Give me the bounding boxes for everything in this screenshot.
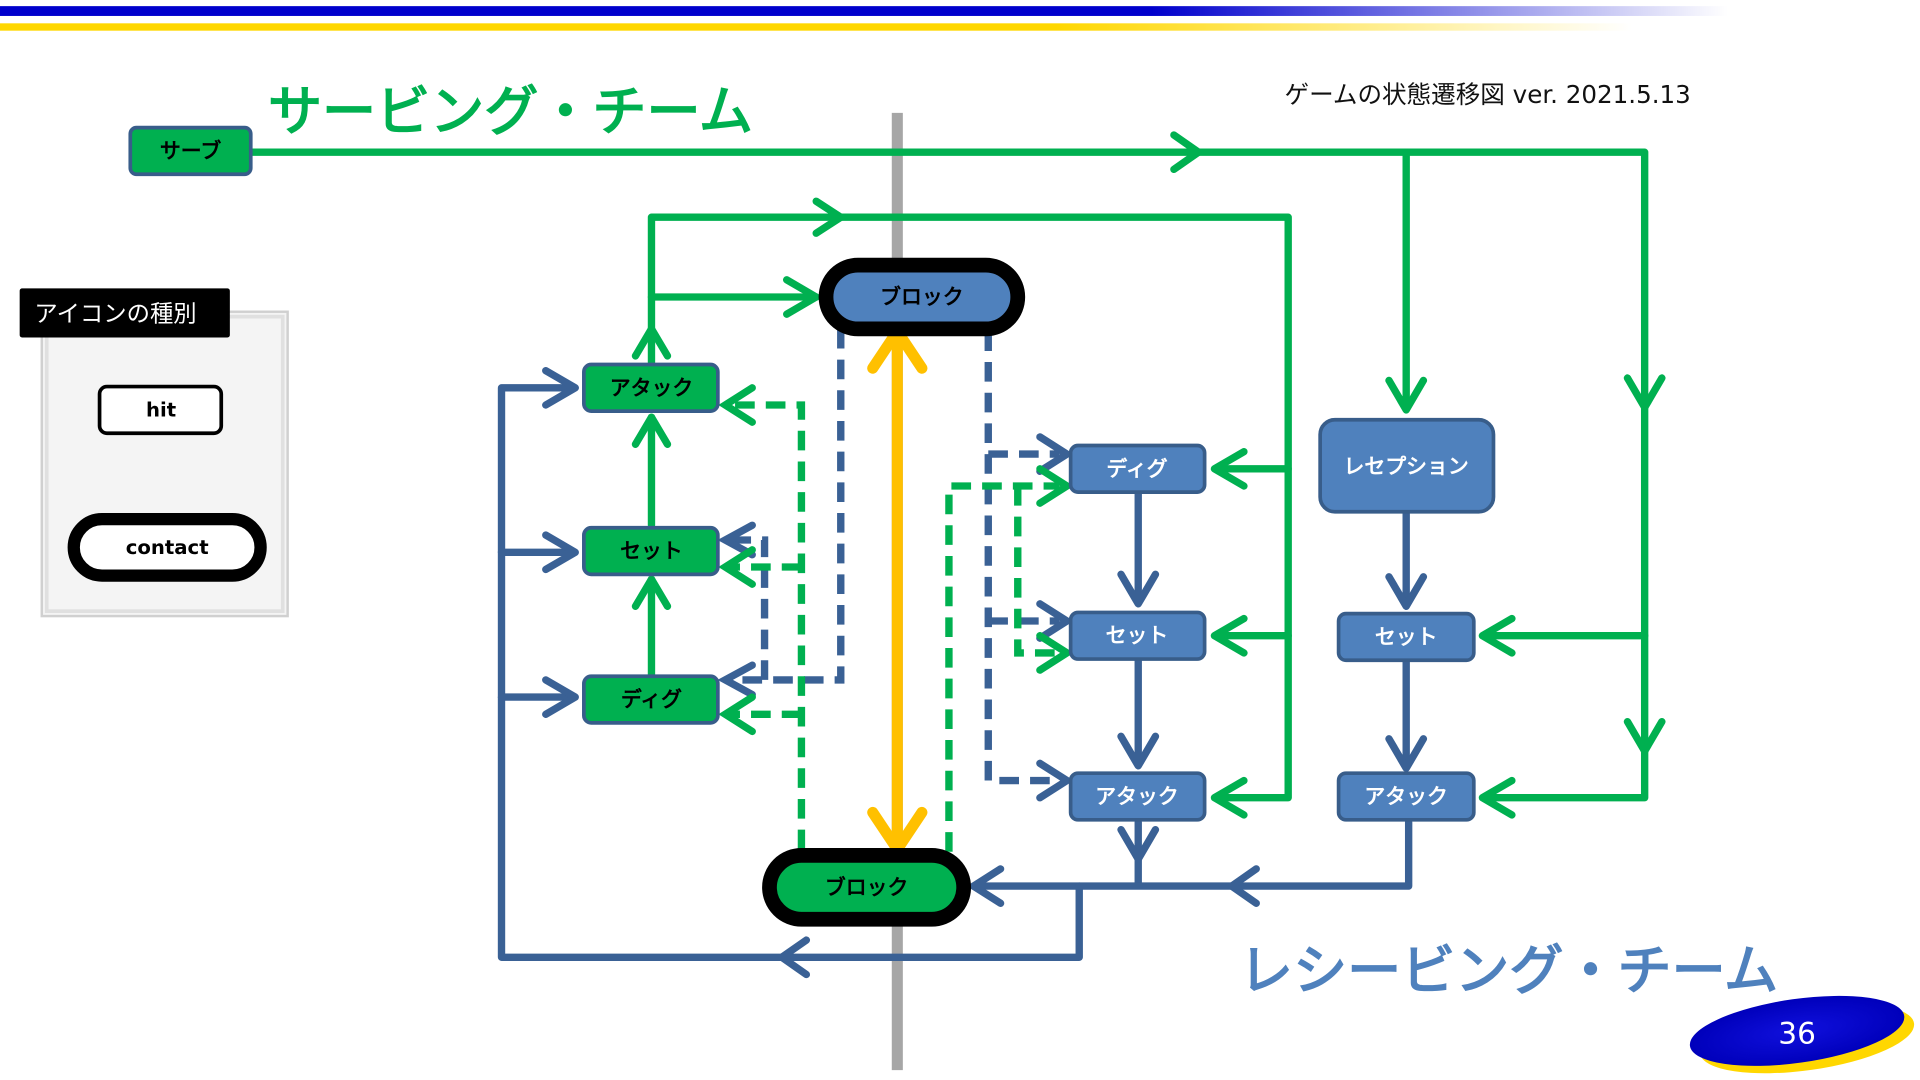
- dashed-arrowheads: [717, 384, 1074, 802]
- attack-top-arrowhead: [812, 197, 845, 237]
- set-to-attack-arrowhead: [631, 413, 672, 448]
- reception-arrowhead: [1385, 376, 1428, 414]
- right-down-arrowhead-2: [1623, 717, 1666, 755]
- node-reception[interactable]: レセプション: [1318, 417, 1496, 514]
- reception-set-arrowhead: [1478, 614, 1516, 657]
- block-arrowhead: [782, 276, 820, 318]
- node-serving-dig[interactable]: ディグ: [582, 674, 720, 725]
- legend-title: アイコンの種別: [34, 300, 196, 328]
- attack-up-line: [647, 213, 1292, 802]
- recv-set-arrowhead: [1210, 614, 1248, 657]
- block-right-dashed-green-set: [1014, 486, 1060, 657]
- attacks-to-bottom-block: [969, 818, 1413, 890]
- block-exchange-arrow: [867, 325, 928, 855]
- block-left-dashed-green: [730, 401, 806, 850]
- node-recv-set-label: セット: [1106, 624, 1169, 648]
- block-cover-arrows: [725, 328, 1060, 852]
- node-block-bottom-label: ブロック: [825, 875, 909, 899]
- header-bar-blue: [0, 6, 1920, 16]
- node-block-bottom[interactable]: ブロック: [762, 848, 972, 927]
- node-serving-attack[interactable]: アタック: [582, 362, 720, 413]
- node-serving-dig-label: ディグ: [621, 688, 682, 712]
- node-recv-attack-label: アタック: [1095, 785, 1179, 809]
- legend-item-contact-label: contact: [126, 536, 209, 559]
- recv-dig-arrowhead: [1210, 447, 1248, 490]
- legend-item-hit-label: hit: [146, 398, 176, 421]
- block-right-dashed-green: [945, 482, 1060, 852]
- node-reception-set[interactable]: セット: [1336, 611, 1476, 663]
- node-reception-set-label: セット: [1375, 625, 1438, 649]
- node-reception-attack-label: アタック: [1364, 785, 1448, 809]
- serve-flow-arrows: [248, 131, 1666, 819]
- node-block-top[interactable]: ブロック: [818, 257, 1026, 337]
- page-number-badge: 36: [1689, 995, 1915, 1074]
- serve-arrowhead: [1170, 131, 1203, 174]
- page-number: 36: [1778, 1016, 1816, 1050]
- legend-item-contact: contact: [67, 513, 267, 582]
- block-left-dashed-blue-set: [730, 536, 769, 680]
- receive-flow-arrows: [497, 366, 1428, 979]
- node-recv-attack[interactable]: アタック: [1068, 771, 1207, 822]
- node-recv-dig-label: ディグ: [1106, 457, 1167, 481]
- node-block-top-label: ブロック: [880, 285, 964, 309]
- node-reception-label: レセプション: [1344, 454, 1469, 478]
- attack-up-arrowhead: [631, 325, 672, 360]
- reception-attack-arrowhead: [1478, 776, 1516, 819]
- node-serve[interactable]: サーブ: [128, 125, 253, 177]
- node-reception-attack[interactable]: アタック: [1336, 771, 1476, 822]
- bottom-return-loop: [497, 384, 1083, 961]
- node-recv-set[interactable]: セット: [1068, 610, 1207, 661]
- node-serving-set-label: セット: [620, 539, 683, 563]
- node-serving-attack-label: アタック: [610, 376, 694, 400]
- serve-main-line: [248, 148, 1649, 802]
- document-title: ゲームの状態遷移図 ver. 2021.5.13: [1285, 80, 1691, 109]
- node-serve-label: サーブ: [160, 139, 222, 163]
- block-right-dashed-blue: [984, 331, 1060, 785]
- recv-attack-arrowhead: [1210, 776, 1248, 819]
- serving-team-title: サービング・チーム: [268, 80, 753, 143]
- right-down-arrowhead-1: [1623, 374, 1666, 412]
- node-serving-set[interactable]: セット: [582, 525, 720, 577]
- legend-item-hit: hit: [97, 384, 224, 436]
- legend-panel: アイコンの種別 hit contact: [19, 288, 289, 618]
- block-left-dashed-blue: [725, 328, 845, 684]
- legend-title-box: [19, 288, 230, 338]
- header-bar-yellow: [0, 23, 1920, 31]
- dig-to-set-arrowhead: [631, 575, 672, 610]
- receiving-team-title: レシービング・チーム: [1239, 939, 1778, 1002]
- node-recv-dig[interactable]: ディグ: [1068, 443, 1207, 494]
